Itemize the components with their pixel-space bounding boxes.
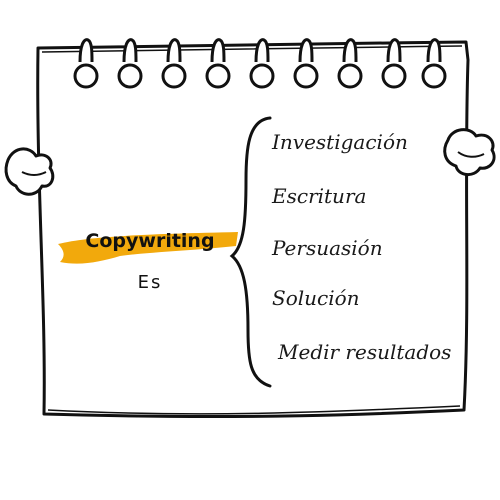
concept-verb: Es [137,272,163,293]
ring-icon [73,38,99,89]
highlight-brush [58,232,238,264]
curly-brace [229,116,272,388]
ring-icon [293,38,319,89]
ring-icon [117,38,143,89]
list-item: Escritura [272,184,367,208]
ring-icon [381,38,407,89]
list-item: Investigación [272,130,408,154]
spiral-binding [73,38,447,89]
list-item: Medir resultados [278,340,452,364]
list-item: Solución [272,286,360,310]
tape-left-icon [4,147,55,196]
concept-title: Copywriting [85,230,215,252]
list-item: Persuasión [272,236,383,260]
ring-icon [205,38,231,89]
ring-icon [337,38,363,89]
ring-icon [249,38,275,89]
paper-outline [36,40,470,419]
ring-icon [161,38,187,89]
ring-icon [421,38,447,89]
tape-right-icon [443,128,496,176]
